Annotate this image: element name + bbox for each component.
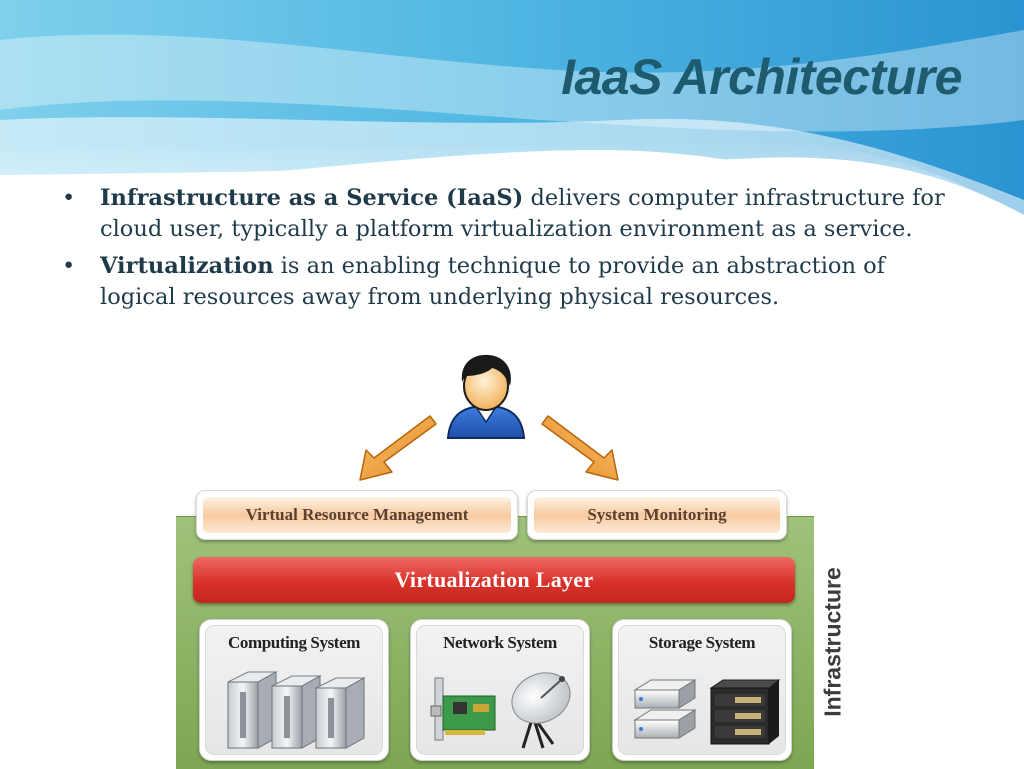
network-system-label: Network System — [443, 633, 557, 652]
infrastructure-label: Infrastructure — [815, 516, 851, 768]
virtual-resource-management-box: Virtual Resource Management — [196, 490, 518, 540]
system-monitoring-label: System Monitoring — [534, 497, 780, 533]
computing-system-box: Computing System — [199, 619, 389, 761]
network-card-icon — [430, 677, 496, 741]
computing-system-label: Computing System — [228, 633, 360, 652]
bullet-list: • Infrastructure as a Service (IaaS) del… — [60, 183, 960, 319]
bullet-item: • Virtualization is an enabling techniqu… — [60, 251, 960, 313]
slide-title: IaaS Architecture — [561, 49, 962, 105]
satellite-dish-icon — [511, 672, 571, 749]
storage-rack-icon — [709, 679, 781, 745]
bullet-term: Infrastructure as a Service (IaaS) — [100, 185, 524, 211]
bullet-item: • Infrastructure as a Service (IaaS) del… — [60, 183, 960, 245]
server-tower-icon — [227, 671, 366, 749]
computing-system-panel: Computing System — [205, 625, 383, 755]
bullet-text: delivers computer infrastructure for clo… — [100, 185, 945, 242]
user-icon — [446, 354, 526, 439]
bullet-marker: • — [62, 185, 76, 211]
hard-disk-icon — [633, 679, 697, 739]
network-system-box: Network System — [410, 619, 590, 761]
bullet-term: Virtualization — [100, 253, 274, 279]
storage-system-label: Storage System — [648, 633, 756, 652]
storage-system-panel: Storage System — [618, 625, 786, 755]
network-system-panel: Network System — [416, 625, 584, 755]
bullet-text: is an enabling technique to provide an a… — [100, 253, 885, 310]
arrow-right-icon — [541, 415, 619, 481]
system-monitoring-box: System Monitoring — [527, 490, 787, 540]
virtualization-layer: Virtualization Layer — [193, 557, 795, 603]
bullet-marker: • — [62, 253, 76, 279]
arrow-left-icon — [359, 415, 437, 481]
storage-system-box: Storage System — [612, 619, 792, 761]
virtual-resource-management-label: Virtual Resource Management — [203, 497, 511, 533]
infrastructure-label-text: Infrastructure — [819, 567, 846, 717]
